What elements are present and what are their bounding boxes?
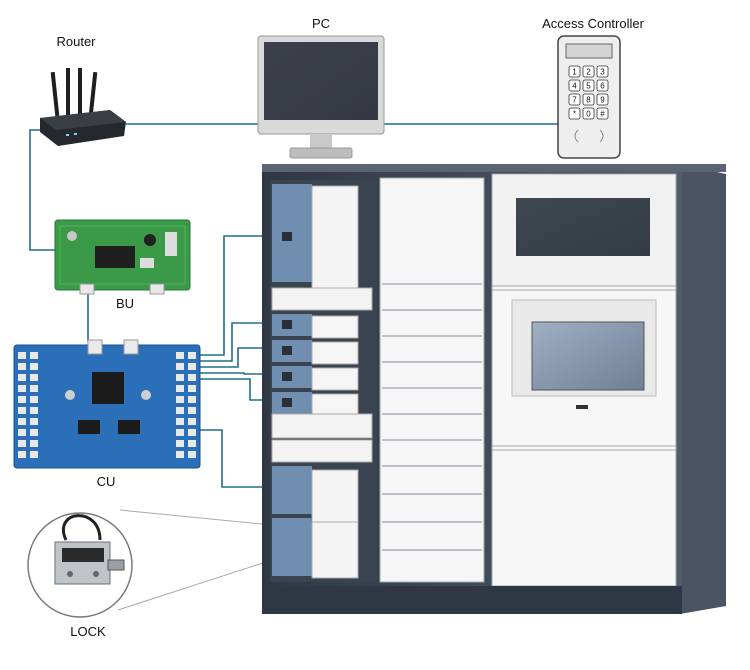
cu-connector: [30, 429, 38, 436]
cu-connector: [176, 396, 184, 403]
pc-label: PC: [312, 16, 330, 31]
lock-unit: [282, 232, 292, 241]
lock-unit: [282, 346, 292, 355]
bu-label: BU: [116, 296, 134, 311]
keypad-key-label: 3: [600, 68, 605, 77]
cu-connectors-left: [18, 352, 38, 458]
touch-screen: [531, 321, 645, 391]
keypad-key: [568, 79, 581, 92]
open-door: [311, 315, 359, 339]
cu-connector: [18, 396, 26, 403]
cu-connector: [176, 385, 184, 392]
keypad-key: [582, 65, 595, 78]
cu-connectors-right: [176, 352, 196, 458]
keypad-key: [596, 79, 609, 92]
cu-connector: [30, 352, 38, 359]
lock-label: LOCK: [70, 624, 106, 639]
lock-unit: [282, 372, 292, 381]
cu-connector: [176, 363, 184, 370]
cu-connector: [188, 352, 196, 359]
router-device: [40, 68, 126, 146]
cu-connector: [18, 352, 26, 359]
lock-zoom: [27, 509, 273, 618]
cu-connector: [18, 385, 26, 392]
cu-connector: [188, 429, 196, 436]
cu-connector: [18, 451, 26, 458]
keypad-key-label: 6: [600, 82, 605, 91]
cu-connector: [18, 374, 26, 381]
open-door: [311, 367, 359, 391]
cu-connector: [30, 385, 38, 392]
cu-connector: [18, 440, 26, 447]
access-controller-label: Access Controller: [542, 16, 645, 31]
lock-unit: [282, 320, 292, 329]
keypad-key-label: 8: [586, 96, 591, 105]
cu-connector: [30, 407, 38, 414]
cu-connector: [18, 363, 26, 370]
keypad-key: [596, 107, 609, 120]
cu-connector: [188, 451, 196, 458]
cu-connector: [18, 429, 26, 436]
keypad-key: [582, 79, 595, 92]
small-open-doors: [272, 232, 359, 545]
keypad-key-label: 7: [572, 96, 577, 105]
keypad-key: [582, 107, 595, 120]
locker-cabinet: [262, 164, 726, 614]
middle-column-doors: [382, 283, 482, 551]
keypad-key-label: 1: [572, 68, 577, 77]
keypad-key: [596, 65, 609, 78]
cu-connector: [176, 429, 184, 436]
router-label: Router: [56, 34, 96, 49]
open-door: [311, 341, 359, 365]
open-door: [311, 393, 359, 417]
cu-connector: [176, 374, 184, 381]
cu-connector: [176, 451, 184, 458]
cu-connector: [188, 396, 196, 403]
cu-connector: [188, 440, 196, 447]
cu-connector: [188, 374, 196, 381]
cu-board: [13, 339, 201, 469]
cu-connector: [18, 407, 26, 414]
keypad-key-label: #: [600, 110, 605, 119]
pc-monitor: [257, 35, 385, 159]
cu-connector: [176, 418, 184, 425]
keypad-key-label: 5: [586, 82, 591, 91]
cu-connector: [188, 385, 196, 392]
keypad-key-label: 9: [600, 96, 605, 105]
keypad-key: [568, 93, 581, 106]
cu-connector: [188, 407, 196, 414]
cu-connector: [18, 418, 26, 425]
cu-connector: [188, 418, 196, 425]
keypad-key: [568, 65, 581, 78]
keypad-key-label: 0: [586, 110, 591, 119]
cu-connector: [30, 374, 38, 381]
cu-connector: [30, 418, 38, 425]
cu-connector: [30, 451, 38, 458]
keypad-key: [568, 107, 581, 120]
keypad-key-label: 4: [572, 82, 577, 91]
keypad-key: [582, 93, 595, 106]
cu-connector: [30, 363, 38, 370]
keypad-key: [596, 93, 609, 106]
cu-label: CU: [97, 474, 116, 489]
cu-connector: [30, 396, 38, 403]
bu-board: [54, 219, 191, 295]
cu-connector: [30, 440, 38, 447]
keypad-key-label: *: [573, 110, 576, 119]
keypad-key-label: 2: [586, 68, 591, 77]
lock-unit: [282, 398, 292, 407]
cu-connector: [176, 352, 184, 359]
cu-connector: [176, 440, 184, 447]
wiring: [29, 123, 558, 488]
cu-connector: [176, 407, 184, 414]
cu-connector: [188, 363, 196, 370]
